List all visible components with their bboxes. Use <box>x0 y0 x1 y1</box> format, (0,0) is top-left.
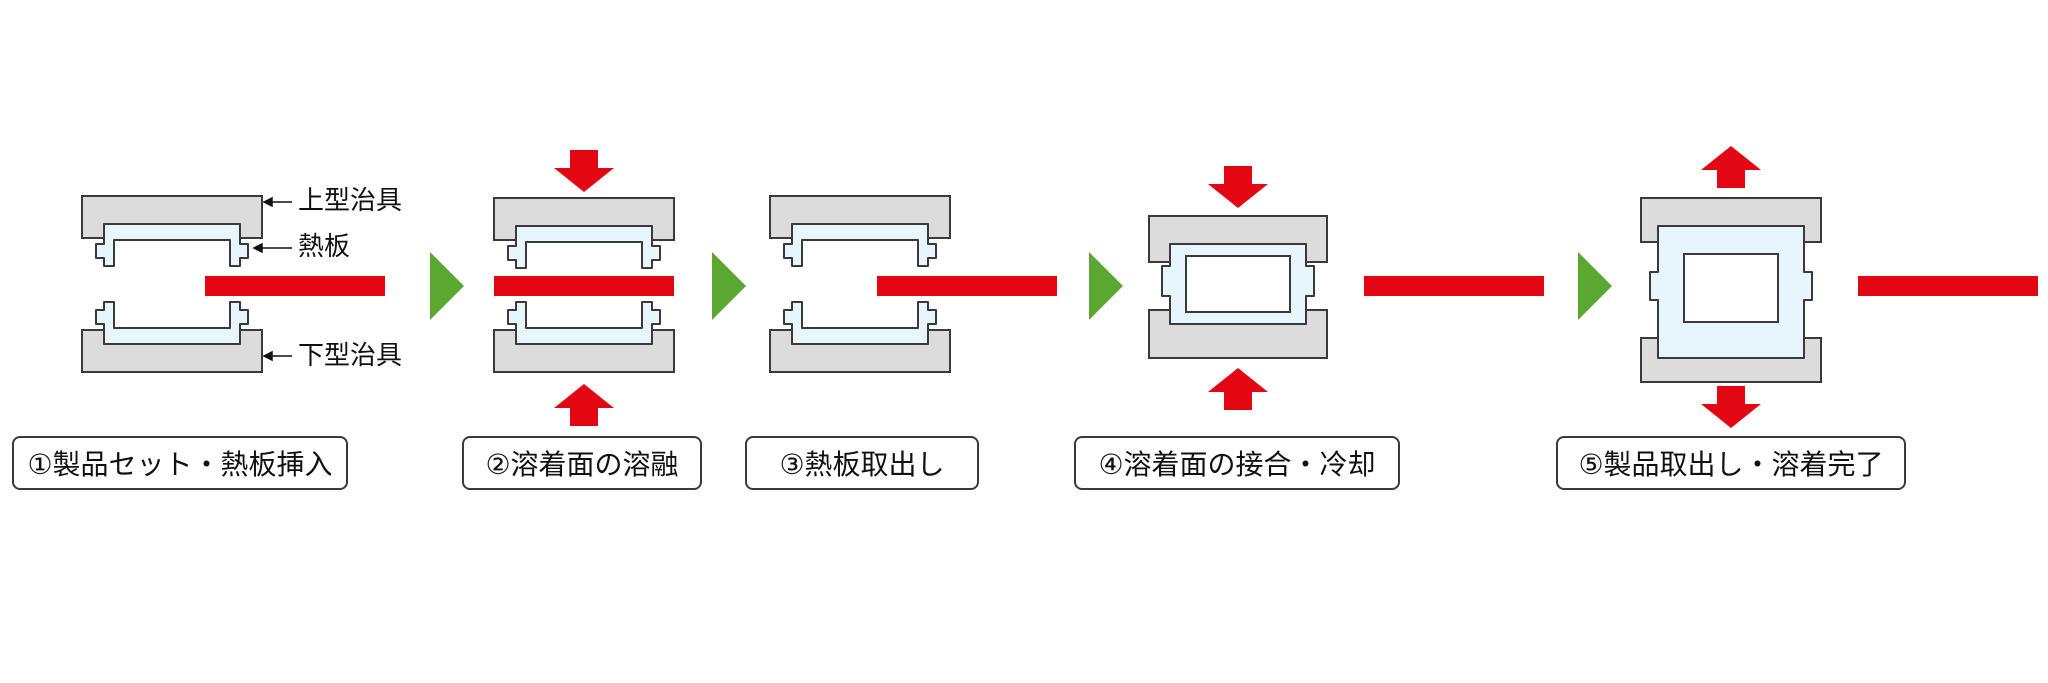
upper-jig <box>81 195 263 267</box>
lower-jig <box>769 301 951 373</box>
step-1-figure <box>81 195 385 373</box>
upper-jig-label: 上型治具 <box>298 186 403 216</box>
lower-jig <box>493 301 675 373</box>
step-3-label: ③熱板取出し <box>745 436 979 490</box>
hot-plate-label: 熱板 <box>298 232 351 262</box>
annotation-leaders <box>252 196 292 362</box>
step-1-label: ①製品セット・熱板挿入 <box>12 436 348 490</box>
workpiece-cavity <box>1683 253 1779 323</box>
hot-plate <box>1858 276 2038 296</box>
lower-jig <box>81 301 263 373</box>
upper-jig <box>769 195 951 267</box>
hot-plate <box>1364 276 1544 296</box>
step-arrow-icon <box>430 252 464 320</box>
step-2-label: ②溶着面の溶融 <box>462 436 702 490</box>
force-arrow-down-icon <box>1701 386 1761 428</box>
step-4-figure <box>1148 166 1328 410</box>
step-arrow-icon <box>1089 252 1123 320</box>
step-5-label: ⑤製品取出し・溶着完了 <box>1556 436 1906 490</box>
step-2-figure <box>493 150 675 426</box>
step-arrow-icon <box>712 252 746 320</box>
force-arrow-down-icon <box>1208 166 1268 208</box>
hot-plate <box>494 276 674 296</box>
step-arrow-icon <box>1578 252 1612 320</box>
step-5-figure <box>1640 146 1822 428</box>
force-arrow-up-icon <box>1701 146 1761 188</box>
workpiece-cavity <box>1185 255 1291 313</box>
upper-jig <box>493 197 675 269</box>
lower-jig-label: 下型治具 <box>298 341 403 371</box>
hot-plate <box>205 276 385 296</box>
force-arrow-up-icon <box>1208 368 1268 410</box>
step-3-figure <box>769 195 1057 373</box>
force-arrow-down-icon <box>554 150 614 192</box>
force-arrow-up-icon <box>554 384 614 426</box>
hot-plate <box>877 276 1057 296</box>
step-4-label: ④溶着面の接合・冷却 <box>1074 436 1400 490</box>
